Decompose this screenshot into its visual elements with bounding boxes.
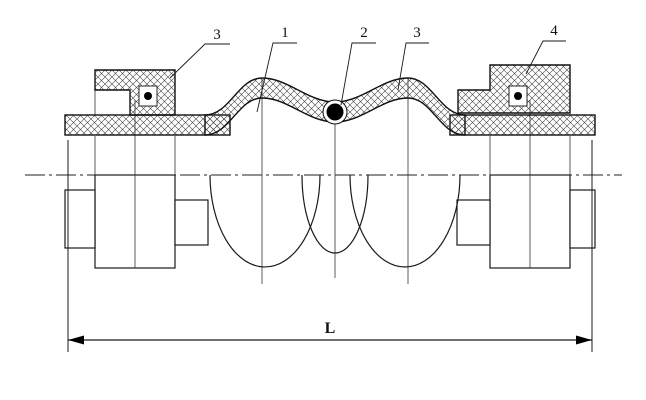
- left-retainer-ring: [94, 69, 176, 116]
- bellows-section: [204, 77, 466, 136]
- callout-outer-cover: 3: [397, 25, 429, 91]
- right-pipe-outline: [569, 189, 596, 249]
- leader-line: [256, 42, 297, 113]
- callout-label: 1: [281, 25, 289, 41]
- leader-line: [169, 43, 230, 79]
- leader-line: [397, 42, 429, 91]
- callout-label: 3: [413, 25, 421, 41]
- callout-ball: 2: [340, 25, 376, 106]
- left-flange-section: [64, 69, 231, 136]
- callout-inner-rubber: 1: [256, 25, 297, 113]
- right-flange-band: [449, 114, 596, 136]
- arrowhead-right: [576, 335, 592, 345]
- callouts: 3 1 2 3 4: [169, 23, 566, 113]
- dimension-label: L: [325, 320, 336, 337]
- leader-line: [340, 42, 376, 106]
- arrowhead-left: [68, 335, 84, 345]
- leader-line: [525, 40, 566, 75]
- callout-left-ring: 3: [169, 27, 230, 79]
- rubber-ball: [326, 103, 344, 121]
- right-bolt-dot: [514, 92, 522, 100]
- bellows-lobe-right-outline: [349, 174, 461, 268]
- section-lines: [94, 79, 571, 284]
- lower-half-outline: [64, 174, 596, 269]
- callout-label: 4: [550, 23, 558, 39]
- left-bolt-dot: [144, 92, 152, 100]
- left-pipe-outline: [64, 189, 96, 249]
- dimension: L: [67, 140, 593, 352]
- left-flange-step-outline: [174, 199, 209, 246]
- right-flange-step-outline: [456, 199, 491, 246]
- right-flange-section: [449, 64, 596, 136]
- bellows-lobe-left-outline: [209, 174, 321, 268]
- callout-label: 3: [213, 27, 221, 43]
- callout-label: 2: [360, 25, 368, 41]
- callout-right-ring: 4: [525, 23, 566, 75]
